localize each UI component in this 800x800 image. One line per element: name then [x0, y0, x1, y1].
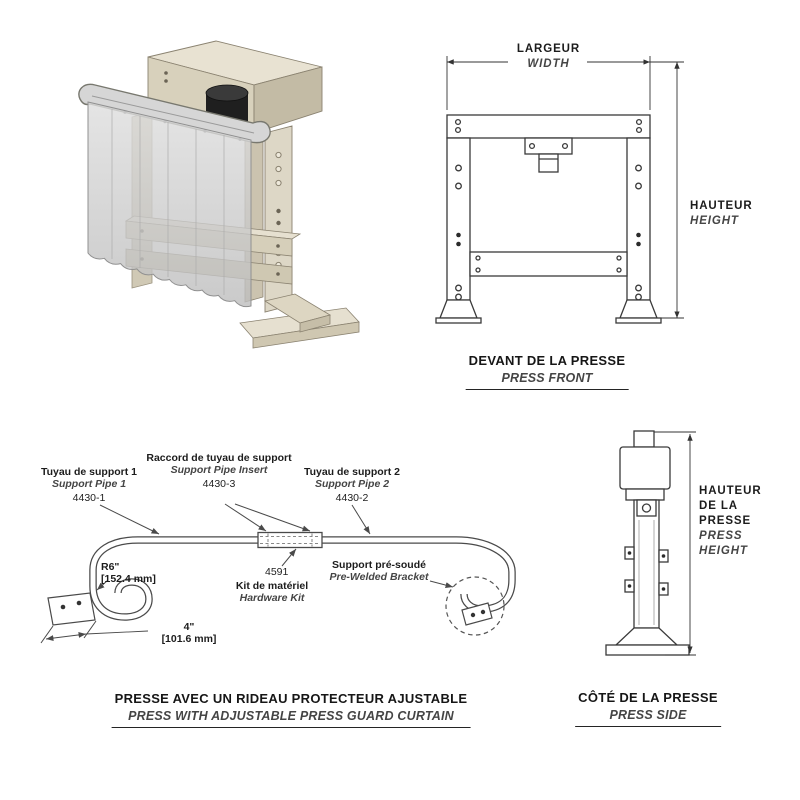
pre-welded-bracket — [461, 602, 493, 626]
insert-label-en: Support Pipe Insert — [170, 464, 268, 477]
side-view-caption: CÔTÉ DE LA PRESSE PRESS SIDE — [575, 690, 721, 728]
press-iso-drawing — [78, 40, 360, 349]
hardware-label-fr: Kit de matériel — [235, 580, 309, 592]
front-dimension-lines — [446, 56, 684, 319]
hardware-kit-number-label: 4591 — [265, 565, 288, 578]
radius-dimension-label: R6" [152.4 mm] — [101, 561, 173, 586]
pipe1-part-number: 4430-1 — [72, 491, 106, 504]
press-height-label-en: PRESS HEIGHT — [699, 529, 748, 557]
front-view-caption: DEVANT DE LA PRESSE PRESS FRONT — [465, 353, 629, 391]
pipe1-label-fr: Tuyau de support 1 — [40, 466, 138, 478]
width-label-en: WIDTH — [527, 57, 570, 70]
pipe2-label-en: Support Pipe 2 — [314, 478, 390, 491]
front-bolts — [456, 232, 641, 247]
pipe2-label-fr: Tuyau de support 2 — [303, 466, 401, 478]
pipe-insert-label: Raccord de tuyau de support Support Pipe… — [145, 452, 293, 490]
leader-lines — [96, 503, 454, 591]
width-label-fr: LARGEUR — [516, 43, 581, 55]
front-caption-fr: DEVANT DE LA PRESSE — [468, 353, 626, 368]
end-bracket-detail — [40, 592, 149, 644]
height-label-fr: HAUTEUR — [690, 200, 753, 212]
side-caption-fr: CÔTÉ DE LA PRESSE — [578, 690, 718, 705]
bracket-label-en: Pre-Welded Bracket — [329, 571, 429, 584]
assembly-caption-fr: PRESSE AVEC UN RIDEAU PROTECTEUR AJUSTAB… — [114, 691, 468, 706]
hardware-part-number: 4591 — [265, 566, 289, 578]
pipe2-part-number: 4430-2 — [335, 491, 369, 504]
pipe1-label-en: Support Pipe 1 — [51, 478, 127, 491]
spacing-dimension-label: 4" [101.6 mm] — [151, 621, 227, 646]
assembly-caption: PRESSE AVEC UN RIDEAU PROTECTEUR AJUSTAB… — [111, 691, 471, 729]
radius-inches: R6" — [101, 561, 120, 573]
radius-mm: [152.4 mm] — [101, 573, 156, 586]
side-dimension-lines — [654, 431, 696, 656]
front-caption-en: PRESS FRONT — [501, 370, 593, 385]
guard-curtain — [87, 101, 252, 308]
guard-pipe — [89, 536, 516, 621]
right-column — [264, 125, 293, 313]
width-dimension-label: LARGEUR WIDTH — [447, 42, 650, 72]
press-side-drawing — [605, 430, 696, 656]
support-pipe-2-label: Tuyau de support 2 Support Pipe 2 4430-2 — [281, 466, 423, 504]
bracket-detail-circle — [445, 576, 505, 636]
spacing-mm: [101.6 mm] — [161, 633, 217, 646]
height-label-en: HEIGHT — [690, 214, 739, 227]
hardware-label-en: Hardware Kit — [239, 592, 305, 605]
side-caption-en: PRESS SIDE — [609, 707, 687, 722]
press-front-outline — [435, 114, 662, 324]
assembly-caption-en: PRESS WITH ADJUSTABLE PRESS GUARD CURTAI… — [128, 708, 454, 723]
base-foot — [239, 293, 360, 349]
press-side-outline — [605, 430, 690, 656]
guard-pipe-assembly-drawing — [40, 503, 516, 644]
press-height-dimension-label: HAUTEUR DE LA PRESSE PRESS HEIGHT — [699, 484, 775, 559]
insert-part-number: 4430-3 — [202, 477, 236, 490]
height-dimension-label: HAUTEUR HEIGHT — [690, 199, 785, 229]
press-front-drawing — [435, 56, 684, 324]
insert-label-fr: Raccord de tuyau de support — [146, 452, 292, 464]
side-bolts — [627, 551, 666, 591]
pipe-insert — [257, 531, 323, 549]
spacing-inches: 4" — [183, 621, 195, 633]
hardware-kit-label: Kit de matériel Hardware Kit — [209, 580, 335, 605]
bracket-label-fr: Support pré-soudé — [332, 559, 426, 571]
support-pipe-1-label: Tuyau de support 1 Support Pipe 1 4430-1 — [18, 466, 160, 504]
pre-welded-bracket-label: Support pré-soudé Pre-Welded Bracket — [314, 559, 444, 584]
press-height-label-fr: HAUTEUR DE LA PRESSE — [699, 485, 762, 527]
